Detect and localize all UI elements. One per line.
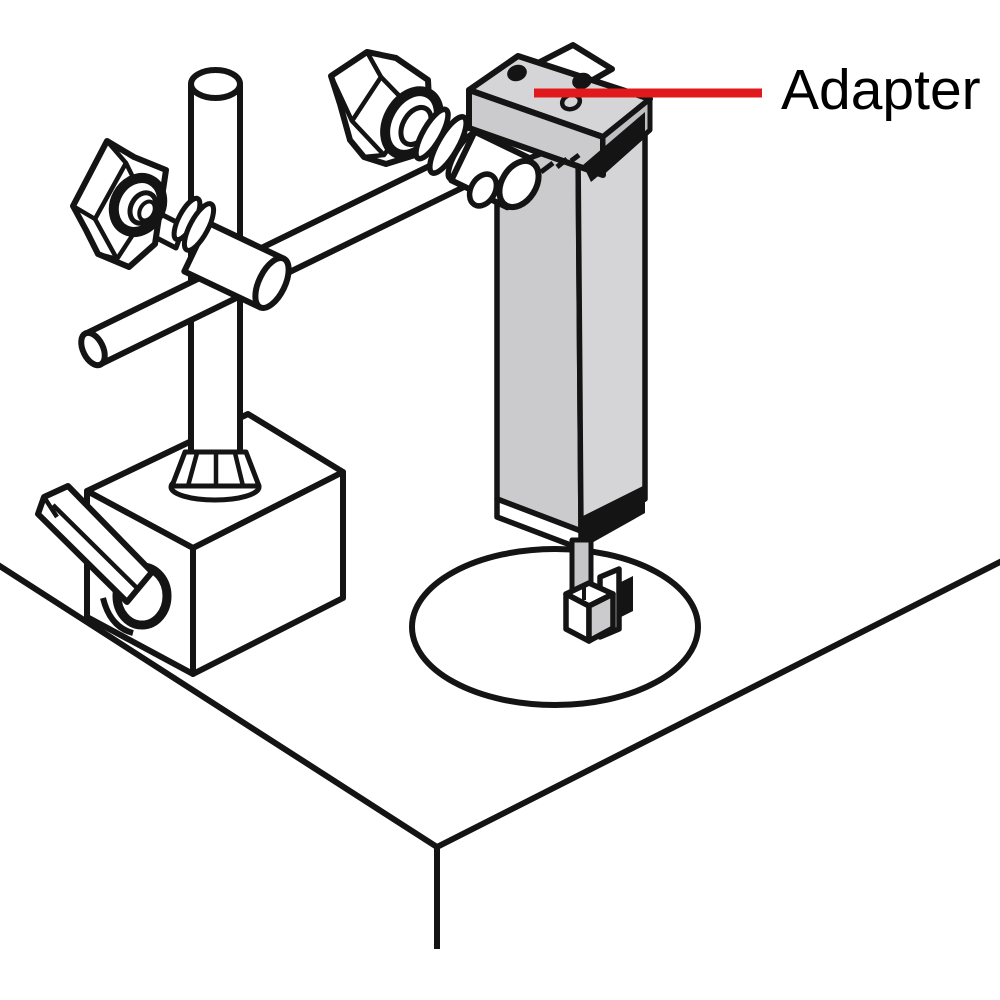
clamp-knob-left: [70, 138, 169, 270]
column-cone: [168, 449, 262, 503]
lever-tip-face: [42, 495, 59, 519]
swivel-clamp: [413, 106, 542, 211]
base-right-face: [190, 469, 346, 677]
adapter-shadow-hatch: [539, 153, 581, 174]
adapter-block: [466, 42, 653, 182]
knob-left-edges: [71, 139, 128, 262]
column-top: [188, 67, 243, 101]
lever-hub-tail: [100, 597, 134, 636]
arm-end-cap: [78, 329, 108, 369]
adapter-shadow-band: [583, 112, 645, 182]
clamp-boss-cap: [252, 255, 292, 311]
surface-plate: [0, 558, 1000, 949]
callout-label: Adapter: [781, 58, 981, 122]
contact-tip-right: [586, 591, 616, 644]
spindle-assembly: [563, 537, 633, 644]
adapter-front-face: [466, 87, 606, 178]
tip-bracket-shadow: [619, 576, 633, 618]
cone-segments: [185, 452, 246, 488]
knob-right-edges: [328, 50, 385, 160]
lever-handle-facet: [51, 503, 140, 591]
gauge-bottom-shadow: [581, 485, 645, 549]
knob-left-nut-inner: [137, 199, 157, 223]
adapter-screw-1: [507, 64, 527, 82]
workpiece-disc: [409, 546, 701, 708]
switch-lever: [35, 483, 172, 636]
clamp-washer-2: [181, 201, 217, 253]
adapter-screw-2: [572, 72, 592, 90]
swivel-end-cap: [496, 157, 542, 211]
callout: Adapter: [534, 58, 981, 122]
swivel-under-washer: [466, 171, 500, 209]
